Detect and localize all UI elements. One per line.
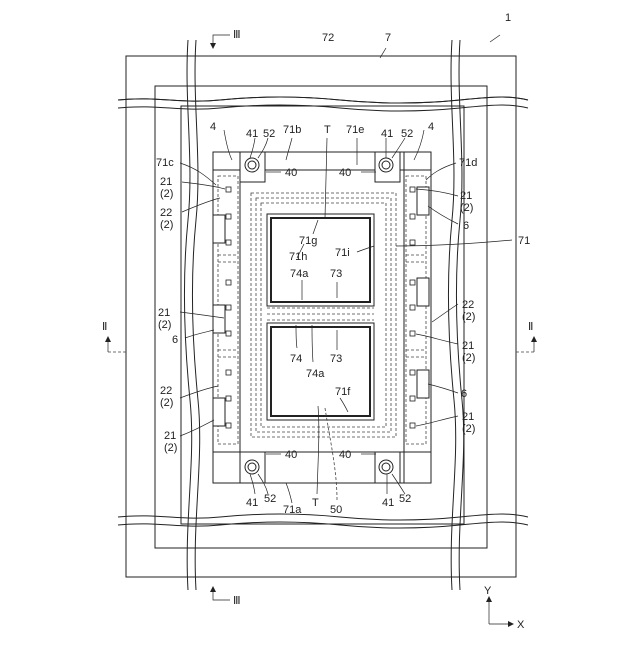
- label-71e: 71e: [346, 124, 364, 136]
- label-II-left: Ⅱ: [102, 321, 107, 333]
- label-T-bottom: T: [312, 497, 319, 509]
- label-III-bottom: Ⅲ: [233, 595, 241, 607]
- label-74a-top: 74a: [290, 268, 309, 280]
- label-axis-y: Y: [484, 585, 492, 597]
- label-6-b: 6: [172, 334, 178, 346]
- label-73-bottom: 73: [330, 353, 342, 365]
- label-6-a: 6: [463, 220, 469, 232]
- label-71: 71: [518, 235, 530, 247]
- label-73-top: 73: [330, 268, 342, 280]
- label-6-c: 6: [461, 388, 467, 400]
- label-22-b: 22: [462, 299, 474, 311]
- axis-indicator: [486, 596, 514, 627]
- label-4-right: 4: [428, 121, 434, 133]
- label-2-d: (2): [462, 311, 475, 323]
- label-40-tl: 40: [285, 167, 297, 179]
- label-74a-bottom: 74a: [306, 368, 325, 380]
- label-T-top: T: [324, 124, 331, 136]
- label-22-a: 22: [160, 207, 172, 219]
- label-52-tl: 52: [263, 128, 275, 140]
- label-21-c: 21: [158, 307, 170, 319]
- label-4-left: 4: [210, 121, 216, 133]
- label-71a: 71a: [283, 504, 302, 516]
- label-52-bl: 52: [264, 493, 276, 505]
- label-71f: 71f: [335, 386, 351, 398]
- label-axis-x: X: [517, 619, 525, 631]
- label-71g: 71g: [299, 235, 317, 247]
- label-71i: 71i: [335, 247, 350, 259]
- label-2-a: (2): [160, 188, 173, 200]
- label-2-c: (2): [160, 219, 173, 231]
- label-71c: 71c: [156, 157, 174, 169]
- label-2-i: (2): [164, 442, 177, 454]
- label-2-f: (2): [462, 352, 475, 364]
- label-21-d: 21: [462, 340, 474, 352]
- label-40-br: 40: [339, 449, 351, 461]
- label-52-br: 52: [399, 493, 411, 505]
- label-2-b: (2): [460, 202, 473, 214]
- label-21-f: 21: [164, 430, 176, 442]
- label-72: 72: [322, 32, 334, 44]
- label-52-tr: 52: [401, 128, 413, 140]
- label-50: 50: [330, 504, 342, 516]
- label-1: 1: [505, 12, 511, 24]
- label-2-g: (2): [160, 397, 173, 409]
- label-71d: 71d: [459, 157, 477, 169]
- label-2-e: (2): [158, 319, 171, 331]
- label-2-h: (2): [462, 423, 475, 435]
- label-74: 74: [290, 353, 302, 365]
- label-II-right: Ⅱ: [528, 321, 533, 333]
- label-40-bl: 40: [285, 449, 297, 461]
- label-41-br: 41: [382, 497, 394, 509]
- label-21-a: 21: [160, 176, 172, 188]
- label-21-e: 21: [462, 411, 474, 423]
- label-7: 7: [385, 32, 391, 44]
- label-71h: 71h: [289, 251, 307, 263]
- label-41-tl: 41: [246, 128, 258, 140]
- label-III-top: Ⅲ: [233, 29, 241, 41]
- label-41-tr: 41: [381, 128, 393, 140]
- label-21-b: 21: [460, 190, 472, 202]
- label-22-c: 22: [160, 385, 172, 397]
- label-41-bl: 41: [246, 497, 258, 509]
- label-71b: 71b: [283, 124, 301, 136]
- label-40-tr: 40: [339, 167, 351, 179]
- module-71: [213, 152, 431, 483]
